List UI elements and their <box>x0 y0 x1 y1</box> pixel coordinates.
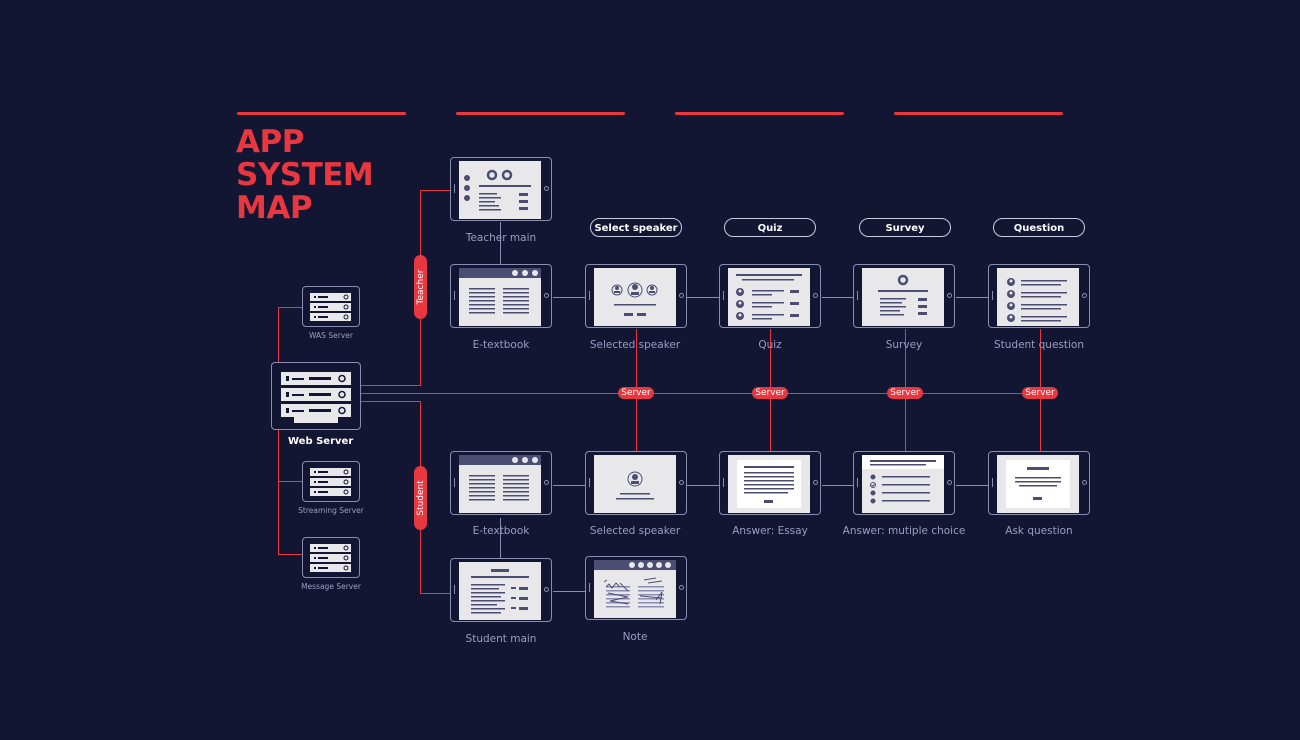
server-rack-icon <box>281 372 351 423</box>
server-pill-question: Server <box>1022 387 1058 399</box>
student-note-screen <box>585 556 687 620</box>
teacher-selected-speaker-caption: Selected speaker <box>589 339 681 351</box>
title-line-3: MAP <box>236 190 313 226</box>
t-link-1 <box>553 297 585 298</box>
server-pill-survey: Server <box>887 387 923 399</box>
student-answer-essay-caption: Answer: Essay <box>732 525 808 537</box>
server-rack-icon <box>310 293 351 321</box>
header-rule-3 <box>675 112 844 115</box>
title-line-2: SYSTEM <box>236 157 374 193</box>
teacher-quiz-caption: Quiz <box>758 339 782 351</box>
s-etextbook-to-main <box>500 518 501 559</box>
was-link <box>278 307 303 308</box>
s-link-2 <box>687 485 719 486</box>
book-wireframe <box>459 268 541 314</box>
was-server-label: WAS Server <box>309 331 353 340</box>
quiz-wireframe <box>736 274 802 320</box>
s-link-1 <box>553 485 585 486</box>
ask-question-wireframe <box>1006 460 1070 508</box>
teacher-survey-caption: Survey <box>885 339 923 351</box>
teacher-main-caption: Teacher main <box>465 232 537 244</box>
t-link-4 <box>956 297 988 298</box>
t-link-3 <box>822 297 854 298</box>
student-dashboard-wireframe <box>471 569 529 614</box>
multiple-choice-wireframe <box>862 455 944 504</box>
teacher-student-question-screen <box>988 264 1090 328</box>
teacher-survey-screen <box>853 264 955 328</box>
t-link-2 <box>687 297 719 298</box>
web-server-label: Web Server <box>288 436 354 447</box>
book-wireframe <box>459 455 541 501</box>
student-answer-multiple-caption: Answer: mutiple choice <box>842 525 966 537</box>
server-rack-icon <box>310 468 351 496</box>
student-main-caption: Student main <box>465 633 537 645</box>
teacher-selected-speaker-screen <box>585 264 687 328</box>
server-pill-quiz: Server <box>752 387 788 399</box>
speaker-wireframe <box>616 471 654 500</box>
note-wireframe <box>594 560 676 608</box>
student-answer-essay-screen <box>719 451 821 515</box>
student-branch-h2 <box>420 593 451 594</box>
student-role-pill: Student <box>414 466 427 530</box>
was-server <box>302 286 360 327</box>
s-link-3 <box>822 485 854 486</box>
category-quiz: Quiz <box>724 218 816 237</box>
side-server-link-v <box>278 307 279 554</box>
student-selected-speaker-screen <box>585 451 687 515</box>
streaming-server-label: Streaming Server <box>298 506 364 515</box>
student-note-caption: Note <box>622 631 648 643</box>
teacher-quiz-screen <box>719 264 821 328</box>
teacher-role-label: Teacher <box>415 269 426 305</box>
page-title: APP SYSTEM MAP <box>236 124 374 226</box>
survey-wireframe <box>878 274 928 316</box>
teacher-branch-h2 <box>420 190 451 191</box>
message-link <box>278 554 303 555</box>
teacher-main-screen <box>450 157 552 221</box>
s-main-to-note <box>553 591 585 592</box>
student-etextbook-screen <box>450 451 552 515</box>
teacher-main-to-etextbook <box>500 222 501 265</box>
student-role-label: Student <box>415 480 426 516</box>
category-question: Question <box>993 218 1085 237</box>
teacher-etextbook-screen <box>450 264 552 328</box>
teacher-branch-h1 <box>360 385 420 386</box>
student-branch-h1 <box>360 401 420 402</box>
student-ask-question-screen <box>988 451 1090 515</box>
student-main-screen <box>450 558 552 622</box>
teacher-etextbook-caption: E-textbook <box>472 339 530 351</box>
category-select-speaker: Select speaker <box>590 218 682 237</box>
message-server <box>302 537 360 578</box>
title-line-1: APP <box>236 124 304 160</box>
message-server-label: Message Server <box>301 582 361 591</box>
web-server <box>271 362 361 430</box>
s-link-4 <box>956 485 988 486</box>
streaming-link <box>278 481 303 482</box>
student-answer-multiple-screen <box>853 451 955 515</box>
question-list-wireframe <box>1007 278 1067 322</box>
dashboard-wireframe <box>464 169 531 211</box>
student-ask-question-caption: Ask question <box>1005 525 1073 537</box>
teacher-role-pill: Teacher <box>414 255 427 319</box>
category-survey: Survey <box>859 218 951 237</box>
header-rule-2 <box>456 112 625 115</box>
teacher-student-question-caption: Student question <box>993 339 1085 351</box>
essay-wireframe <box>737 460 801 508</box>
server-rack-icon <box>310 544 351 572</box>
student-selected-speaker-caption: Selected speaker <box>589 525 681 537</box>
streaming-server <box>302 461 360 502</box>
header-rule-1 <box>237 112 406 115</box>
student-etextbook-caption: E-textbook <box>472 525 530 537</box>
server-bus-line <box>360 393 1040 394</box>
server-pill-speaker: Server <box>618 387 654 399</box>
header-rule-4 <box>894 112 1063 115</box>
speaker-wireframe <box>611 282 658 316</box>
